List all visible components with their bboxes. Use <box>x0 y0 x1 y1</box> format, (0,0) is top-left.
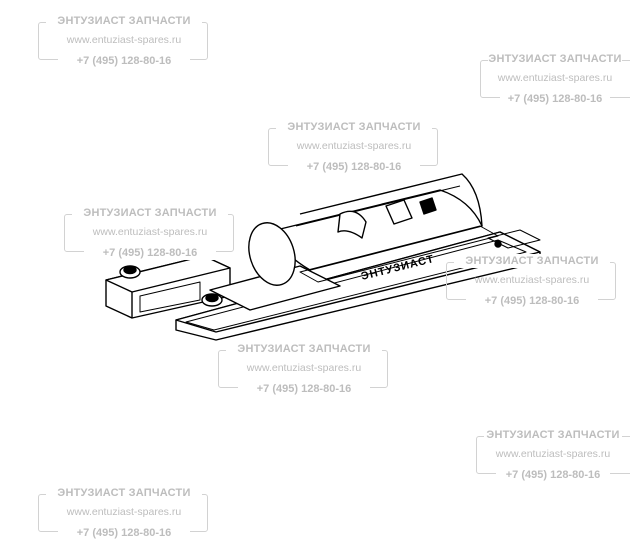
watermark-title: ЭНТУЗИАСТ ЗАПЧАСТИ <box>454 254 610 268</box>
watermark-title: ЭНТУЗИАСТ ЗАПЧАСТИ <box>484 428 622 442</box>
watermark-phone: +7 (495) 128-80-16 <box>466 294 598 308</box>
watermark-url: www.entuziast-spares.ru <box>495 448 611 460</box>
watermark-title: ЭНТУЗИАСТ ЗАПЧАСТИ <box>72 206 228 220</box>
watermark: ЭНТУЗИАСТ ЗАПЧАСТИ www.entuziast-spares.… <box>446 254 618 308</box>
watermark-url: www.entuziast-spares.ru <box>474 274 590 286</box>
base-plate-top <box>175 231 541 333</box>
cylinder-slot <box>337 210 367 239</box>
watermark-title: ЭНТУЗИАСТ ЗАПЧАСТИ <box>226 342 382 356</box>
base-plate-rim <box>185 239 527 331</box>
watermark-phone: +7 (495) 128-80-16 <box>496 468 610 482</box>
watermark-url: www.entuziast-spares.ru <box>497 72 613 84</box>
watermark-phone: +7 (495) 128-80-16 <box>288 160 420 174</box>
watermark-phone: +7 (495) 128-80-16 <box>500 92 610 106</box>
watermark-title: ЭНТУЗИАСТ ЗАПЧАСТИ <box>46 486 202 500</box>
watermark-phone: +7 (495) 128-80-16 <box>84 246 216 260</box>
watermark-url: www.entuziast-spares.ru <box>92 226 208 238</box>
watermark-url: www.entuziast-spares.ru <box>66 506 182 518</box>
left-bracket-top <box>105 255 231 293</box>
watermark: ЭНТУЗИАСТ ЗАПЧАСТИ www.entuziast-spares.… <box>480 52 630 106</box>
watermark-phone: +7 (495) 128-80-16 <box>58 526 190 540</box>
watermark-url: www.entuziast-spares.ru <box>296 140 412 152</box>
watermark-phone: +7 (495) 128-80-16 <box>58 54 190 68</box>
watermark: ЭНТУЗИАСТ ЗАПЧАСТИ www.entuziast-spares.… <box>476 428 630 482</box>
watermark-url: www.entuziast-spares.ru <box>66 34 182 46</box>
watermark: ЭНТУЗИАСТ ЗАПЧАСТИ www.entuziast-spares.… <box>38 486 210 540</box>
watermark: ЭНТУЗИАСТ ЗАПЧАСТИ www.entuziast-spares.… <box>218 342 390 396</box>
watermark-url: www.entuziast-spares.ru <box>246 362 362 374</box>
watermark-phone: +7 (495) 128-80-16 <box>238 382 370 396</box>
watermark: ЭНТУЗИАСТ ЗАПЧАСТИ www.entuziast-spares.… <box>64 206 236 260</box>
watermark-title: ЭНТУЗИАСТ ЗАПЧАСТИ <box>276 120 432 134</box>
watermark-title: ЭНТУЗИАСТ ЗАПЧАСТИ <box>488 52 622 66</box>
watermark-title: ЭНТУЗИАСТ ЗАПЧАСТИ <box>46 14 202 28</box>
cylinder-end <box>248 222 296 286</box>
watermark: ЭНТУЗИАСТ ЗАПЧАСТИ www.entuziast-spares.… <box>38 14 210 68</box>
watermark: ЭНТУЗИАСТ ЗАПЧАСТИ www.entuziast-spares.… <box>268 120 440 174</box>
